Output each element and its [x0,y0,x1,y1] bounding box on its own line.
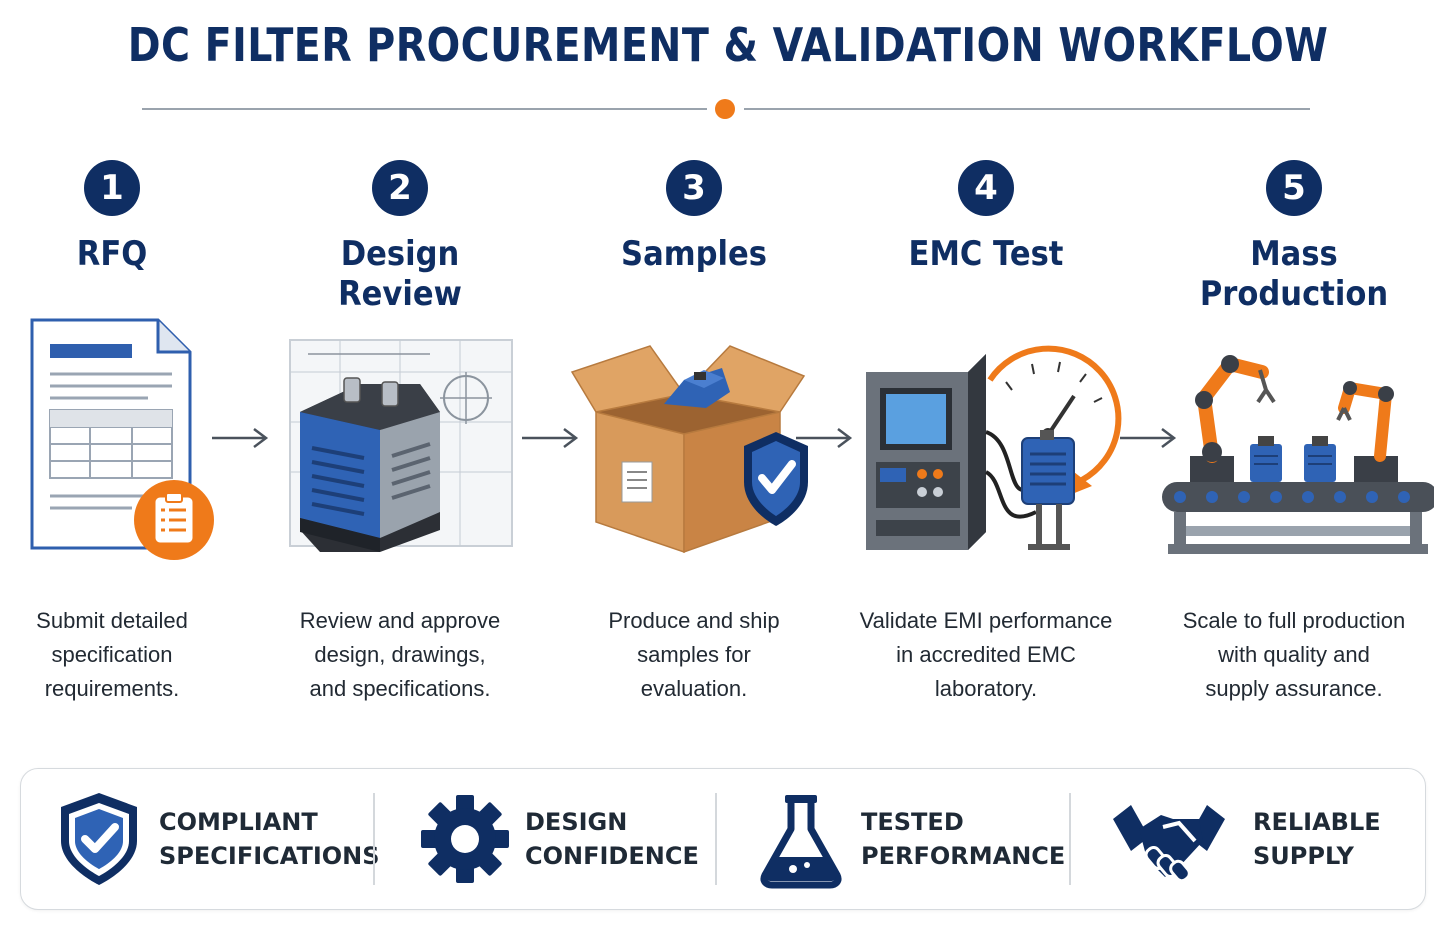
rfq-document-icon [30,318,214,560]
step-number: 5 [1266,160,1322,216]
flask-icon [760,795,842,889]
page-title: DC FILTER PROCUREMENT & VALIDATION WORKF… [127,18,1329,72]
feature-divider [715,793,717,885]
arrow-right-icon [522,428,579,448]
title-divider-dot [715,99,735,119]
step-number: 1 [84,160,140,216]
arrow-right-icon [212,428,269,448]
sample-box-icon [570,345,808,554]
step-title: RFQ [76,234,148,274]
step-title: Samples [621,234,767,274]
step-number: 4 [958,160,1014,216]
arrow-right-icon [796,428,853,448]
title-divider-left [142,108,707,110]
emc-test-station-icon [866,345,1122,550]
title-divider-right [744,108,1310,110]
filter-blueprint-icon [289,339,513,552]
step-number: 2 [372,160,428,216]
feature-divider [1069,793,1071,885]
feature-divider [373,793,375,885]
gear-icon [421,795,509,883]
arrow-right-icon [1120,428,1177,448]
robotic-production-line-icon [1162,355,1434,554]
handshake-icon [1113,805,1225,883]
step-number: 3 [666,160,722,216]
shield-check-icon [61,793,137,885]
step-title: EMC Test [908,234,1064,274]
